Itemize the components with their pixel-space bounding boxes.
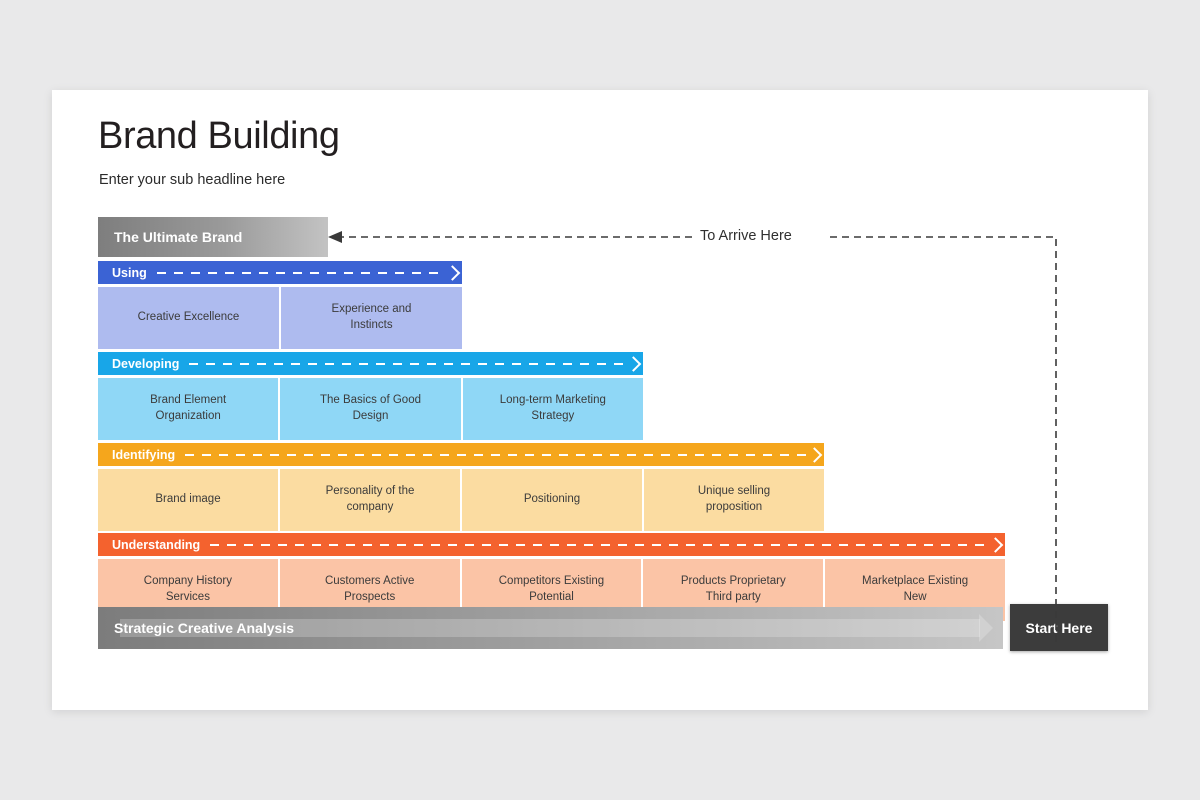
cell-item[interactable]: Brand image	[98, 469, 278, 531]
tier-bar-using[interactable]: Using	[98, 261, 462, 284]
slide-canvas: Brand Building Enter your sub headline h…	[52, 90, 1148, 710]
tier-bar-identifying[interactable]: Identifying	[98, 443, 824, 466]
strategic-analysis-bar[interactable]: Strategic Creative Analysis	[98, 607, 1003, 649]
ultimate-brand-bar[interactable]: The Ultimate Brand	[98, 217, 328, 257]
tier-arrow-developing	[189, 362, 627, 365]
start-here-button[interactable]: Start Here	[1010, 604, 1108, 651]
tier-bar-understanding[interactable]: Understanding	[98, 533, 1005, 556]
to-arrive-here-label: To Arrive Here	[700, 228, 792, 244]
strategic-analysis-label: Strategic Creative Analysis	[114, 620, 295, 636]
tier-label-developing: Developing	[112, 356, 180, 371]
tier-arrow-understanding	[210, 543, 989, 546]
tier-label-using: Using	[112, 265, 147, 280]
tier-label-understanding: Understanding	[112, 537, 201, 552]
cell-item[interactable]: Positioning	[462, 469, 642, 531]
cell-item[interactable]: Creative Excellence	[98, 287, 279, 349]
ultimate-brand-label: The Ultimate Brand	[114, 229, 243, 245]
tier-arrow-identifying	[185, 453, 808, 456]
tier-label-identifying: Identifying	[112, 447, 176, 462]
tier-arrow-using	[156, 271, 446, 274]
page-title: Brand Building	[98, 115, 340, 157]
brand-building-pyramid: The Ultimate Brand Using Creative Excell…	[98, 217, 1108, 672]
tier-bar-developing[interactable]: Developing	[98, 352, 643, 375]
page-subtitle: Enter your sub headline here	[99, 172, 286, 188]
